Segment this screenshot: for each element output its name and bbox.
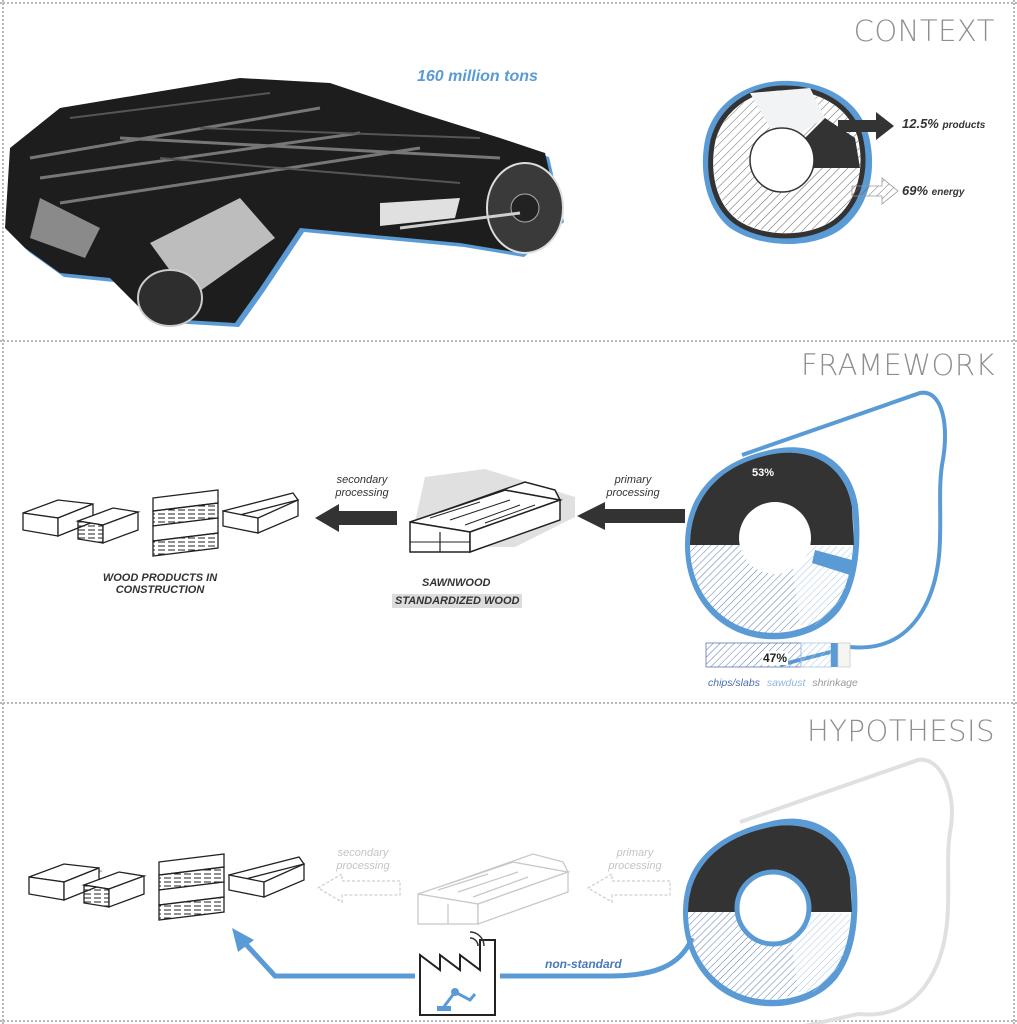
hypothesis-section: HYPOTHESIS primary processing secondary … [0, 702, 1017, 1024]
energy-label: 69% energy [902, 183, 964, 198]
hypothesis-primary-arrow-icon [586, 872, 671, 904]
secondary-arrow-icon [315, 504, 397, 532]
sawnwood-label: SAWNWOOD [422, 577, 491, 589]
hypothesis-secondary-processing-label: secondary processing [336, 847, 390, 872]
standardized-wood-label: STANDARDIZED WOOD [392, 594, 523, 608]
products-pct: 12.5% [902, 116, 939, 131]
hypothesis-secondary-arrow-icon [316, 872, 401, 904]
top-border [0, 2, 1017, 4]
right-border [1013, 0, 1015, 1024]
pct-53-label: 53% [752, 467, 775, 479]
primary-arrow-icon [577, 502, 685, 530]
context-title: CONTEXT [853, 14, 995, 48]
context-section: CONTEXT 160 million tons 12.5% products … [0, 0, 1017, 340]
framework-title: FRAMEWORK [800, 348, 995, 382]
energy-pct: 69% [902, 183, 929, 198]
section-divider-1 [0, 340, 1017, 342]
energy-word: energy [931, 187, 965, 198]
products-arrow-icon [838, 112, 894, 140]
non-standard-label: non-standard [545, 957, 622, 971]
wood-products-icon [22, 489, 300, 557]
legend-chips-slabs: chips/slabs [708, 677, 760, 689]
left-border [2, 0, 4, 1024]
products-label: 12.5% products [902, 116, 985, 131]
log-ring-diagram [702, 80, 873, 245]
waste-legend: chips/slabs sawdust shrinkage [708, 677, 858, 689]
legend-sawdust: sawdust [766, 677, 806, 689]
products-word: products [942, 120, 986, 131]
wood-products-label-line2: CONSTRUCTION [115, 584, 205, 596]
hypothesis-title: HYPOTHESIS [806, 714, 995, 748]
secondary-processing-label: secondary processing [335, 474, 389, 499]
hypothesis-wood-products-icon [28, 853, 306, 921]
hypothesis-primary-processing-label: primary processing [608, 847, 662, 872]
non-standard-flow-arrow [232, 928, 695, 979]
log-cylinder-hypothesis-diagram [683, 757, 954, 1024]
tonnage-label: 160 million tons [417, 68, 538, 85]
hypothesis-sawnwood-icon [417, 853, 571, 925]
log-cylinder-diagram [685, 390, 948, 667]
bottom-border [0, 1020, 1017, 1022]
wood-products-label: WOOD PRODUCTS IN CONSTRUCTION [90, 572, 230, 596]
legend-shrinkage: shrinkage [812, 677, 858, 689]
sawnwood-icon [409, 469, 575, 554]
factory-robot-icon [419, 931, 496, 1016]
pct-47-label: 47% [762, 651, 789, 665]
primary-processing-label: primary processing [606, 474, 660, 499]
energy-arrow-icon [851, 177, 899, 205]
wood-products-label-line1: WOOD PRODUCTS IN [102, 572, 218, 584]
section-divider-2 [0, 702, 1017, 704]
log-pile-image [5, 78, 564, 327]
framework-section: FRAMEWORK 53% 47% chips/slabs sawdust sh… [0, 340, 1017, 702]
